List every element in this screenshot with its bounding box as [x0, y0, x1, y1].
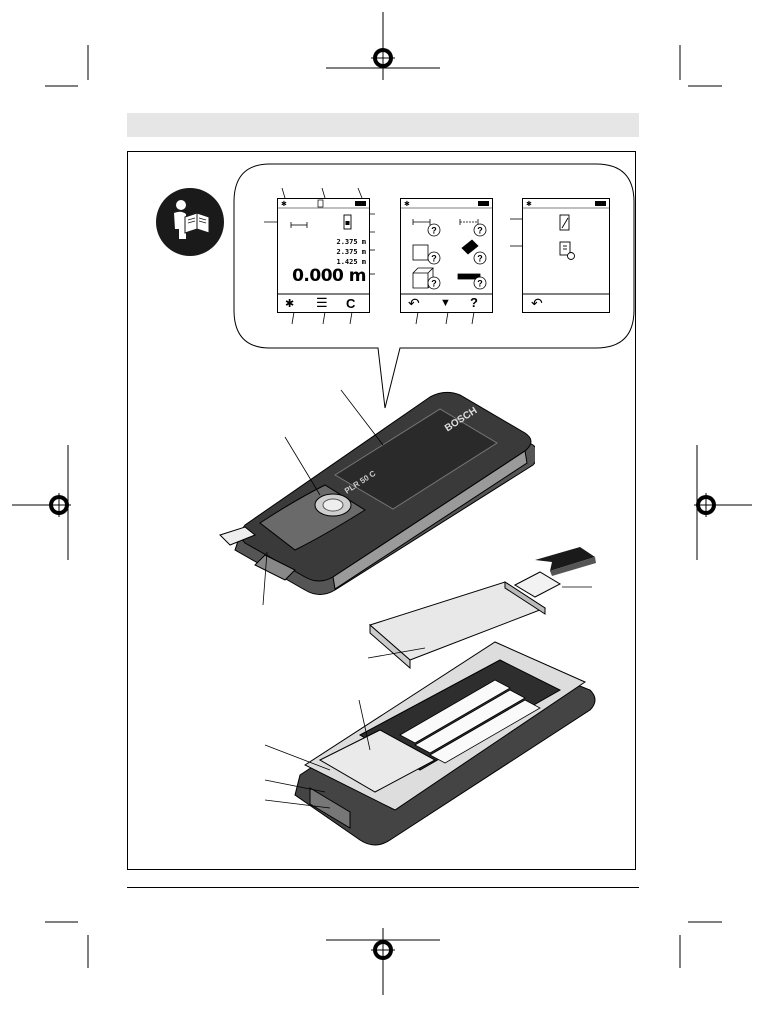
battery-icon	[595, 201, 606, 206]
menu-icon[interactable]: ☰	[316, 297, 328, 309]
svg-text:?: ?	[431, 226, 437, 236]
registration-target-right	[694, 493, 718, 517]
clear-icon[interactable]: C	[346, 296, 355, 311]
svg-text:✱: ✱	[526, 200, 532, 208]
back-icon[interactable]: ↶	[408, 295, 420, 312]
main-measurement-value: 0.000 m	[290, 266, 366, 286]
svg-text:?: ?	[477, 254, 483, 264]
registration-target-bottom	[371, 938, 395, 962]
help-icon[interactable]: ?	[470, 295, 478, 310]
header-band	[127, 113, 639, 137]
registration-target-left	[47, 493, 71, 517]
reading-2: 2.375 m	[322, 247, 366, 257]
reading-1: 2.375 m	[322, 237, 366, 247]
svg-text:?: ?	[477, 279, 483, 289]
footer-rule	[127, 887, 639, 888]
battery-compartment-illustration	[260, 560, 605, 860]
down-arrow-icon[interactable]: ▼	[440, 297, 451, 309]
svg-text:?: ?	[431, 254, 437, 264]
bluetooth-icon[interactable]: ✱	[285, 297, 297, 310]
svg-text:?: ?	[477, 226, 483, 236]
back-icon-settings[interactable]: ↶	[531, 295, 543, 312]
readings-list: 2.375 m 2.375 m 1.425 m	[322, 237, 366, 267]
bluetooth-status-icon: ✱	[281, 200, 287, 208]
battery-icon	[478, 201, 489, 206]
battery-icon	[355, 201, 366, 206]
registration-target-top	[371, 46, 395, 70]
read-manual-icon	[155, 187, 225, 257]
svg-text:✱: ✱	[404, 200, 410, 208]
svg-text:?: ?	[431, 279, 437, 289]
